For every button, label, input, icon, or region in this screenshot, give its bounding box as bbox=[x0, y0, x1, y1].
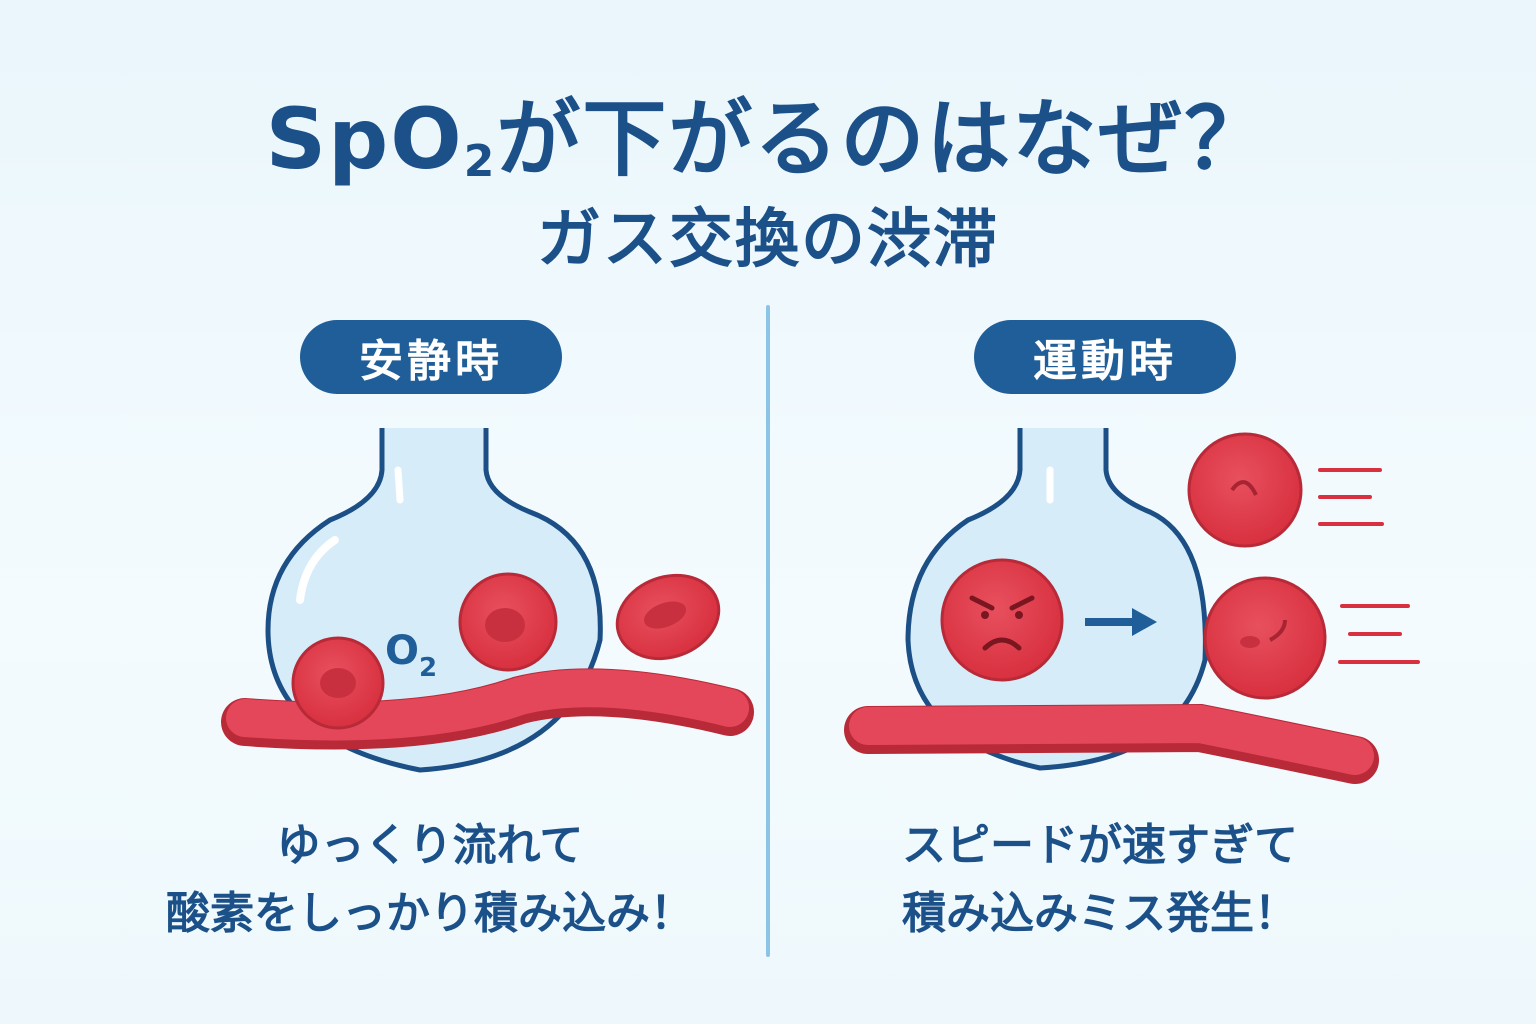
main-title: SpO2が下がるのはなぜ？ bbox=[0, 72, 1536, 193]
badge-rest: 安静時 bbox=[300, 320, 562, 394]
caption-exercise-line1: スピードが速すぎて bbox=[902, 820, 1298, 871]
title-rest: が下がるのはなぜ？ bbox=[496, 90, 1271, 188]
speed-lines-icon bbox=[1318, 468, 1420, 664]
caption-rest: ゆっくり流れて酸素をしっかり積み込み！ bbox=[120, 812, 740, 948]
red-blood-cell bbox=[291, 636, 385, 730]
caption-rest-line1: ゆっくり流れて bbox=[276, 820, 584, 871]
red-blood-cell bbox=[1187, 432, 1303, 548]
caption-exercise: スピードが速すぎて積み込みミス発生！ bbox=[840, 812, 1360, 948]
red-blood-cell bbox=[458, 572, 558, 672]
caption-rest-line2: 酸素をしっかり積み込み！ bbox=[166, 888, 694, 939]
divider bbox=[766, 305, 770, 957]
angry-red-blood-cell bbox=[940, 558, 1064, 682]
arrow-right-icon bbox=[1085, 608, 1157, 636]
title-subscript: 2 bbox=[463, 136, 497, 187]
o2-label: O2 bbox=[385, 628, 437, 683]
caption-exercise-line2: 積み込みミス発生！ bbox=[902, 888, 1298, 939]
title-spo: SpO bbox=[265, 90, 464, 188]
red-blood-cell bbox=[615, 573, 721, 661]
badge-exercise: 運動時 bbox=[974, 320, 1236, 394]
red-blood-cell bbox=[1203, 576, 1327, 700]
subtitle: ガス交換の渋滞 bbox=[537, 203, 999, 277]
